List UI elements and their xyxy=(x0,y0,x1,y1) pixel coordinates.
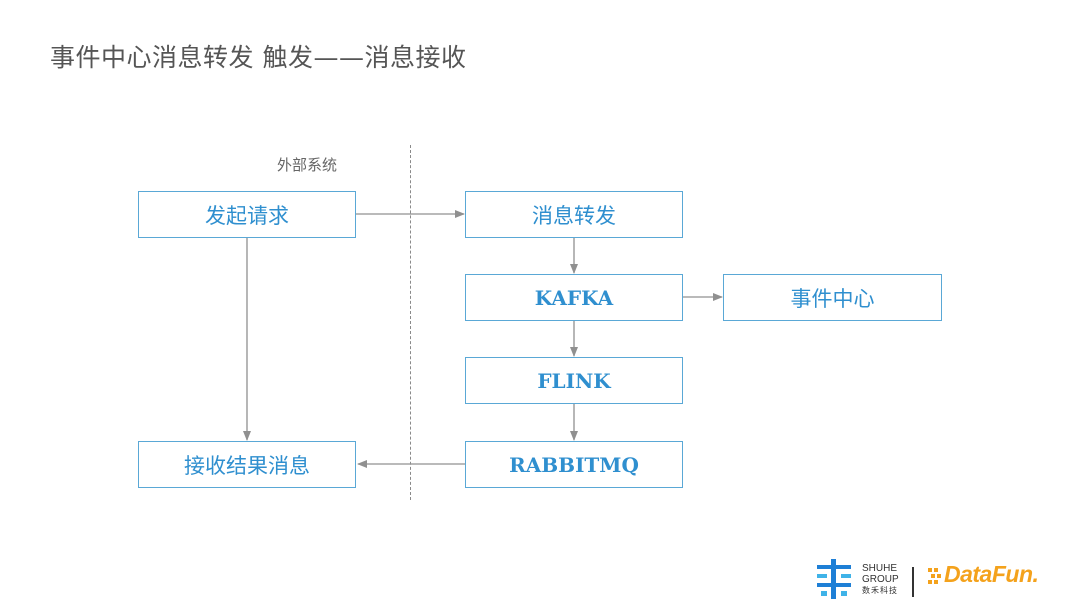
external-system-label: 外部系统 xyxy=(277,156,338,174)
node-send-request: 发起请求 xyxy=(138,191,356,238)
node-event-center-label: 事件中心 xyxy=(790,286,875,311)
shuhe-line2: GROUP xyxy=(862,574,899,585)
datafun-dots-icon xyxy=(928,568,941,584)
node-flink-label: FLINK xyxy=(537,368,611,393)
footer-separator xyxy=(912,567,914,597)
shuhe-cn: 数禾科技 xyxy=(862,586,898,595)
node-rabbitmq: RABBITMQ xyxy=(465,441,683,488)
node-receive-result: 接收结果消息 xyxy=(138,441,356,488)
node-kafka-label: KAFKA xyxy=(534,285,614,310)
footer-logos: SHUHE GROUP 数禾科技 DataFun. xyxy=(810,553,1070,603)
datafun-logo-text: DataFun. xyxy=(944,561,1039,587)
node-message-forward: 消息转发 xyxy=(465,191,683,238)
node-message-forward-label: 消息转发 xyxy=(532,203,616,228)
node-receive-result-label: 接收结果消息 xyxy=(184,453,310,478)
node-rabbitmq-label: RABBITMQ xyxy=(509,452,639,477)
shuhe-logo-text: SHUHE GROUP 数禾科技 xyxy=(862,563,899,596)
node-event-center: 事件中心 xyxy=(723,274,942,321)
node-send-request-label: 发起请求 xyxy=(205,203,289,228)
shuhe-line1: SHUHE xyxy=(862,563,898,574)
node-kafka: KAFKA xyxy=(465,274,683,321)
page-title: 事件中心消息转发 触发——消息接收 xyxy=(50,43,467,72)
shuhe-logo-icon xyxy=(817,559,851,599)
node-flink: FLINK xyxy=(465,357,683,404)
dashed-divider xyxy=(410,145,411,500)
